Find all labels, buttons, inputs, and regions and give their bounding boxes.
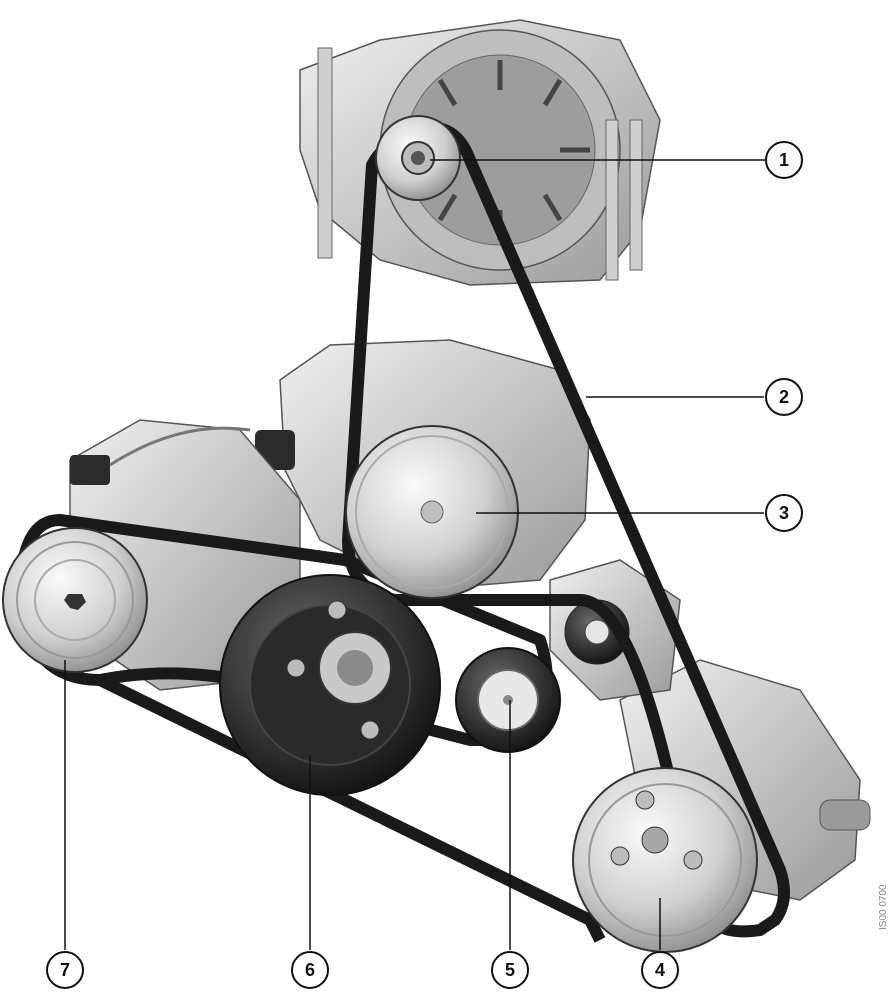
alternator — [299, 19, 661, 286]
vacuum-pump-pulley — [345, 425, 519, 599]
svg-text:5: 5 — [505, 960, 515, 980]
svg-text:7: 7 — [60, 960, 70, 980]
callout-2: 2 — [765, 378, 803, 416]
callout-6: 6 — [291, 951, 329, 989]
svg-text:6: 6 — [305, 960, 315, 980]
svg-text:2: 2 — [779, 387, 789, 407]
ac-compressor-pulley — [2, 527, 148, 673]
tensioner-pulley — [455, 647, 561, 753]
svg-text:4: 4 — [655, 960, 665, 980]
svg-text:1: 1 — [779, 150, 789, 170]
callout-leaders — [64, 159, 765, 950]
callout-1: 1 — [765, 141, 803, 179]
svg-text:3: 3 — [779, 503, 789, 523]
crankshaft-pulley — [219, 574, 441, 796]
figure-code: IS00 0700 — [878, 884, 889, 930]
callout-3: 3 — [765, 494, 803, 532]
callout-5: 5 — [491, 951, 529, 989]
alternator-pulley — [375, 115, 461, 201]
callout-7: 7 — [46, 951, 84, 989]
power-steering-pump-pulley — [572, 767, 758, 953]
callout-4: 4 — [641, 951, 679, 989]
